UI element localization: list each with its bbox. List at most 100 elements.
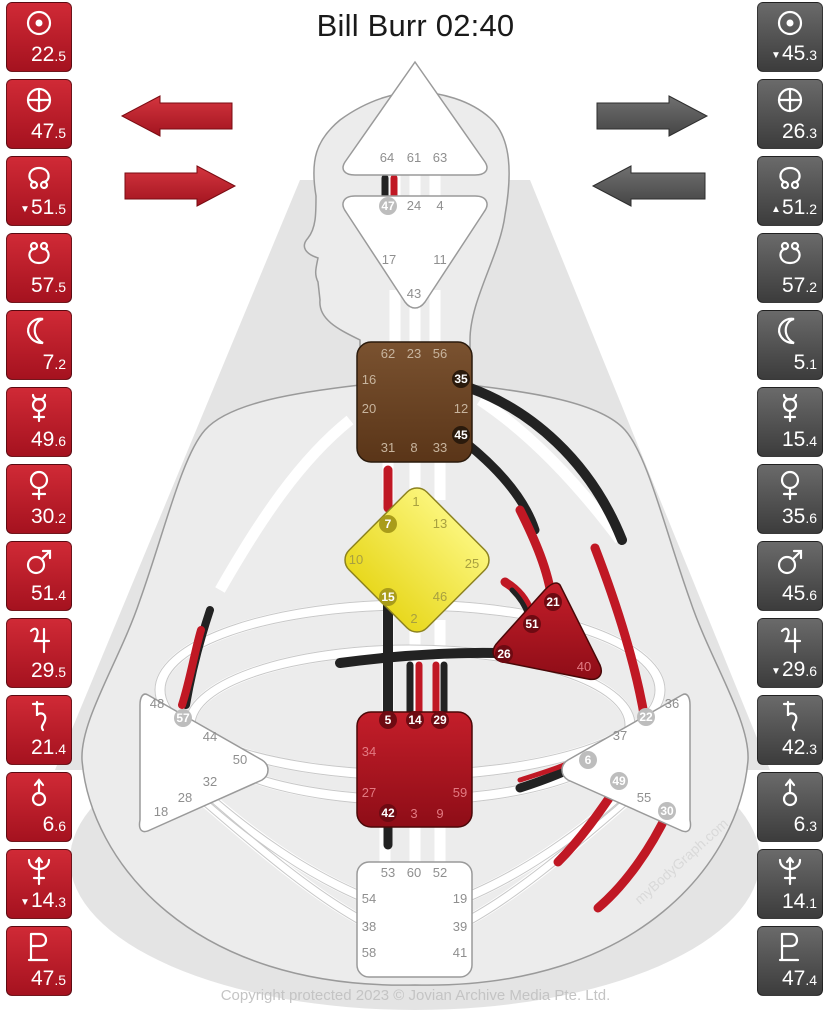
gate-number: 57	[176, 711, 190, 725]
gate-number: 51	[525, 617, 539, 631]
planet-activation[interactable]: 7.2	[6, 310, 72, 380]
planet-activation[interactable]: ▼45.3	[757, 2, 823, 72]
planet-activation[interactable]: ▼29.6	[757, 618, 823, 688]
gate-number: 7	[385, 517, 392, 531]
planet-gate-value: 29.5	[31, 660, 66, 683]
venus-icon	[29, 470, 49, 501]
gate-number: 31	[381, 440, 395, 455]
planet-activation[interactable]: ▼51.5	[6, 156, 72, 226]
planet-activation[interactable]: 57.2	[757, 233, 823, 303]
planet-gate-value: 51.4	[31, 583, 66, 606]
gate-marker	[658, 802, 676, 820]
gate-number: 49	[30, 428, 55, 451]
gate-number: 45	[454, 428, 468, 442]
gate-marker	[523, 615, 541, 633]
planet-gate-value: 47.5	[31, 968, 66, 991]
planet-gate-value: 49.6	[31, 429, 66, 452]
arrow-right-icon	[596, 95, 709, 137]
gate-number: 25	[465, 556, 479, 571]
solar-plexus-center	[561, 693, 692, 833]
jupiter-icon	[780, 627, 802, 654]
planet-activation[interactable]: 22.5	[6, 2, 72, 72]
planet-gate-value: 14.1	[782, 891, 817, 914]
gate-marker	[379, 515, 397, 533]
throat-center	[356, 341, 473, 463]
planet-gate-value: ▼29.6	[771, 659, 817, 683]
channel-line	[590, 543, 650, 725]
gate-number: 17	[382, 252, 396, 267]
planet-activation[interactable]: 35.6	[757, 464, 823, 534]
planet-gate-value: ▼45.3	[771, 43, 817, 67]
gate-number: 45	[781, 42, 806, 65]
planet-gate-value: 45.6	[782, 583, 817, 606]
gate-marker	[379, 711, 397, 729]
planet-activation[interactable]: ▼14.3	[6, 849, 72, 919]
gate-number: 60	[407, 865, 421, 880]
planet-activation[interactable]: 6.3	[757, 772, 823, 842]
gate-number: 35	[454, 372, 468, 386]
gate-number: 28	[178, 790, 192, 805]
gate-number: 15	[381, 590, 395, 604]
planet-activation[interactable]: 57.5	[6, 233, 72, 303]
line-number: .4	[805, 433, 817, 449]
planet-activation[interactable]: 45.6	[757, 541, 823, 611]
line-number: .5	[54, 664, 66, 680]
gate-number: 49	[612, 774, 626, 788]
line-number: .5	[54, 48, 66, 64]
gate-marker	[610, 772, 628, 790]
gate-marker	[379, 588, 397, 606]
gate-number: 59	[453, 785, 467, 800]
gate-number: 51	[30, 196, 55, 219]
earth-icon	[777, 87, 803, 113]
gate-number: 57	[781, 274, 806, 297]
line-number: .3	[805, 47, 817, 63]
planet-activation[interactable]: 47.4	[757, 926, 823, 996]
planet-activation[interactable]: 14.1	[757, 849, 823, 919]
gate-number: 6	[585, 753, 592, 767]
gate-number: 39	[453, 919, 467, 934]
gate-number: 47	[381, 199, 395, 213]
planet-gate-value: ▼51.5	[20, 197, 66, 221]
planet-activation[interactable]: 21.4	[6, 695, 72, 765]
planet-activation[interactable]: 51.4	[6, 541, 72, 611]
sun-icon	[26, 10, 52, 36]
mercury-icon	[31, 393, 47, 423]
chart-title: Bill Burr 02:40	[316, 8, 515, 43]
arrow-left-icon	[591, 165, 706, 207]
planet-activation[interactable]: 42.3	[757, 695, 823, 765]
sun-icon	[777, 10, 803, 36]
gate-number: 23	[407, 346, 421, 361]
neptune-icon	[27, 856, 51, 886]
line-number: .3	[54, 894, 66, 910]
planet-activation[interactable]: 5.1	[757, 310, 823, 380]
gate-number: 63	[433, 150, 447, 165]
line-number: .2	[54, 510, 66, 526]
retrograde-marker: ▲	[771, 204, 781, 215]
planet-gate-value: 15.4	[782, 429, 817, 452]
line-number: .4	[54, 587, 66, 603]
planet-activation[interactable]: 47.5	[6, 926, 72, 996]
planet-activation[interactable]: 49.6	[6, 387, 72, 457]
saturn-icon	[782, 700, 798, 732]
gate-number: 37	[613, 728, 627, 743]
retrograde-marker: ▼	[20, 897, 30, 908]
planet-gate-value: 42.3	[782, 737, 817, 760]
heart-center	[492, 582, 602, 681]
gate-number: 15	[781, 428, 806, 451]
gate-number: 29	[433, 713, 447, 727]
spleen-center	[138, 693, 269, 833]
line-number: .2	[805, 279, 817, 295]
gate-number: 51	[781, 196, 806, 219]
planet-activation[interactable]: 15.4	[757, 387, 823, 457]
gate-number: 5	[793, 351, 806, 374]
planet-activation[interactable]: 30.2	[6, 464, 72, 534]
gate-number: 21	[30, 736, 55, 759]
retrograde-marker: ▼	[20, 204, 30, 215]
planet-activation[interactable]: ▲51.2	[757, 156, 823, 226]
planet-activation[interactable]: 6.6	[6, 772, 72, 842]
planet-activation[interactable]: 29.5	[6, 618, 72, 688]
planet-activation[interactable]: 47.5	[6, 79, 72, 149]
planet-activation[interactable]: 26.3	[757, 79, 823, 149]
gate-number: 51	[30, 582, 55, 605]
